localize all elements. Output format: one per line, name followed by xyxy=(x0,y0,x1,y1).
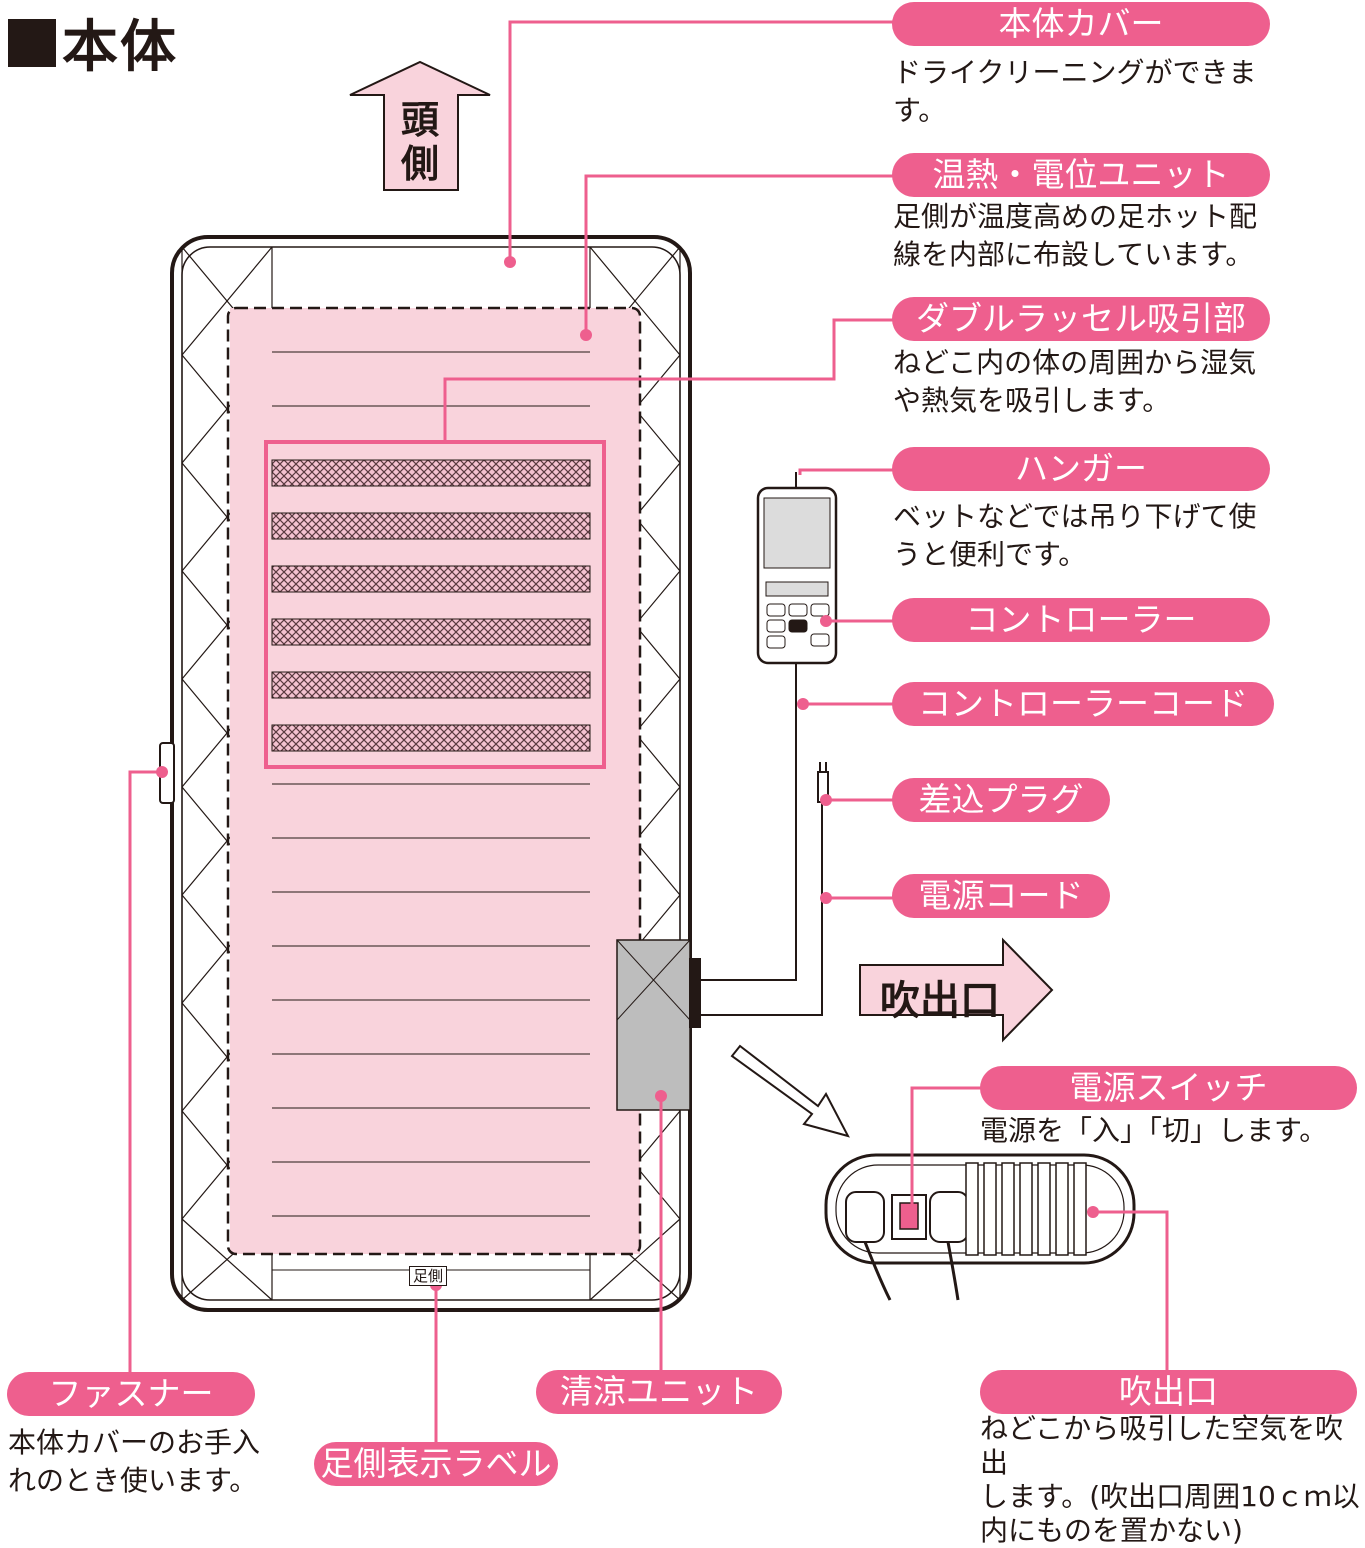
callout-power-switch-label: 電源スイッチ xyxy=(980,1066,1357,1110)
product-diagram xyxy=(128,20,1169,1444)
grille-slot xyxy=(1073,1162,1087,1256)
callout-hanger-label: ハンガー xyxy=(892,447,1270,491)
mesh-strip xyxy=(271,512,591,540)
quilt-line xyxy=(589,1218,681,1301)
callout-power-switch-desc: 電源を「入」「切」します。 xyxy=(980,1114,1328,1147)
fastener-part xyxy=(159,742,175,804)
callout-heat-unit-label: 温熱・電位ユニット xyxy=(892,153,1270,197)
callout-heat-unit-desc: 足側が温度高めの足ホット配 線を内部に布設しています。 xyxy=(893,200,1258,271)
grille-slot xyxy=(1001,1162,1015,1256)
outlet-arrow xyxy=(859,937,1054,1043)
pink-area xyxy=(230,308,640,1254)
cooling-unit-box xyxy=(616,939,691,1111)
callout-plug-label: 差込プラグ xyxy=(892,778,1110,822)
double-raschel-outline xyxy=(264,440,606,769)
callout-controller-cord-label: コントローラーコード xyxy=(892,682,1274,726)
grille-slot xyxy=(1055,1162,1069,1256)
grille-slot xyxy=(983,1162,997,1256)
foot-side-tag: 足側 xyxy=(409,1266,448,1286)
controller-device xyxy=(756,472,838,690)
head-side-label: 頭側 xyxy=(400,98,439,186)
callout-fastener-label: ファスナー xyxy=(7,1372,255,1416)
callout-outlet-label: 吹出口 xyxy=(980,1370,1357,1414)
page-title: 本体 xyxy=(8,2,178,83)
callout-outlet-desc: ねどこから吸引した空気を吹出 します。(吹出口周囲10ｃｍ以 内にものを置かない… xyxy=(980,1412,1360,1547)
callout-foot-label-tag: 足側表示ラベル xyxy=(314,1442,558,1486)
grille-slot xyxy=(1037,1162,1051,1256)
head-arrow xyxy=(349,60,491,191)
callout-double-raschel-label: ダブルラッセル吸引部 xyxy=(892,297,1270,341)
mattress xyxy=(159,235,701,1312)
callout-power-cord-label: 電源コード xyxy=(892,874,1110,918)
callout-cover-desc: ドライクリーニングができま す。 xyxy=(893,56,1257,127)
grille-slot xyxy=(1019,1162,1033,1256)
callout-hanger-desc: ベットなどでは吊り下げて使 うと便利です。 xyxy=(893,500,1257,571)
switch-detail xyxy=(824,1153,1136,1301)
mesh-strip xyxy=(271,618,591,646)
title-square-icon xyxy=(8,18,56,67)
quilt-line xyxy=(181,246,273,356)
outlet-arrow-label: 吹出口 xyxy=(880,978,1000,1024)
mesh-strip xyxy=(271,565,591,593)
grille-slot xyxy=(965,1162,979,1256)
detail-arrow xyxy=(730,1044,850,1138)
mesh-strip xyxy=(271,724,591,752)
mesh-strip xyxy=(271,671,591,699)
callout-cooling-unit-label: 清涼ユニット xyxy=(536,1370,782,1414)
callout-double-raschel-desc: ねどこ内の体の周囲から湿気 や熱気を吸引します。 xyxy=(893,346,1257,417)
callout-cover-label: 本体カバー xyxy=(892,2,1270,46)
callout-controller-label: コントローラー xyxy=(892,598,1270,642)
mesh-strip xyxy=(271,459,591,487)
callout-fastener-desc: 本体カバーのお手入 れのとき使います。 xyxy=(8,1426,261,1497)
